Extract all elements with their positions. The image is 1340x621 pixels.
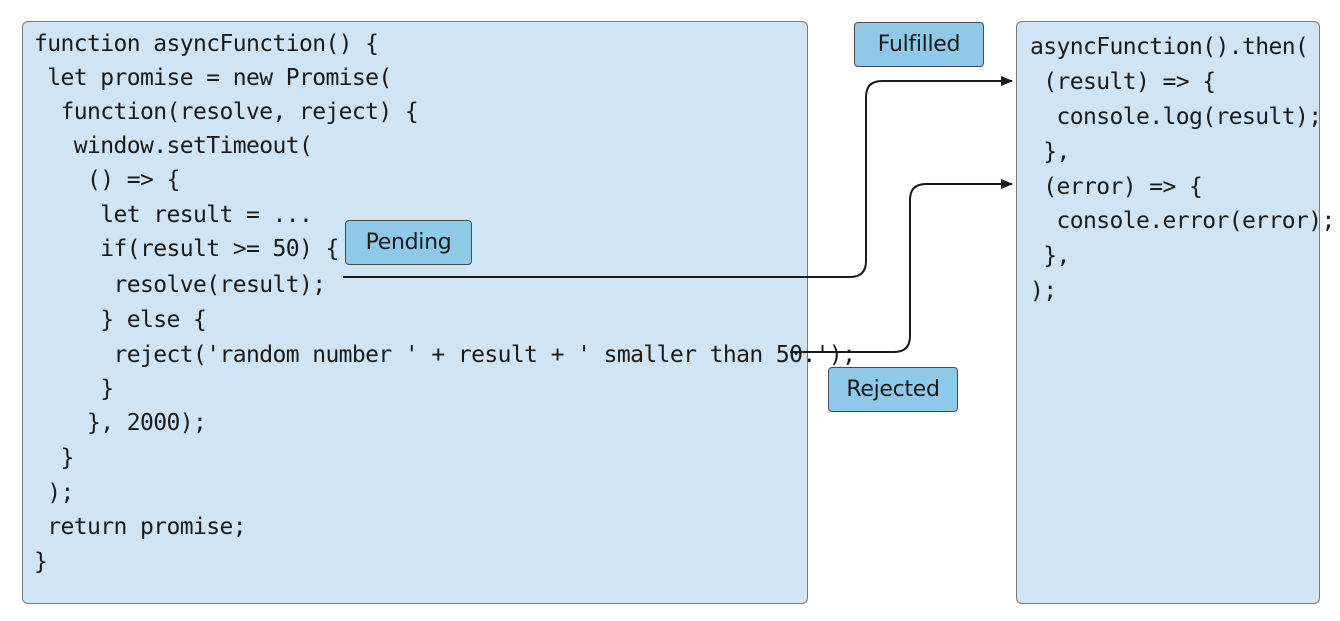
code-line: } — [34, 549, 48, 575]
code-line: asyncFunction().then( — [1030, 34, 1309, 60]
code-line: function(resolve, reject) { — [34, 99, 419, 125]
code-line: } — [34, 445, 74, 471]
code-line: function asyncFunction() { — [34, 31, 379, 57]
code-line: () => { — [34, 167, 180, 193]
code-line: ); — [1030, 278, 1057, 304]
code-line: (error) => { — [1030, 174, 1203, 200]
code-line: console.log(result); — [1030, 104, 1322, 130]
promise-consumer-panel — [1016, 21, 1320, 604]
code-line: reject('random number ' + result + ' sma… — [34, 342, 856, 368]
code-line: let result = ... — [34, 202, 313, 228]
code-line: (result) => { — [1030, 69, 1216, 95]
promise-definition-panel — [22, 21, 808, 604]
fulfilled-state-label: Fulfilled — [854, 22, 984, 67]
code-line: resolve(result); — [34, 272, 326, 298]
code-line: return promise; — [34, 514, 246, 540]
code-line: }, 2000); — [34, 410, 207, 436]
fulfilled-arrow — [343, 76, 1013, 278]
code-line: }, — [1030, 139, 1070, 165]
code-line: ); — [34, 480, 74, 506]
code-line: } — [34, 376, 114, 402]
code-line: if(result >= 50) { — [34, 236, 339, 262]
rejected-state-label: Rejected — [828, 367, 958, 412]
pending-state-label: Pending — [345, 220, 472, 265]
code-line: }, — [1030, 243, 1070, 269]
code-line: let promise = new Promise( — [34, 65, 392, 91]
code-line: window.setTimeout( — [34, 133, 313, 159]
rejected-arrow — [790, 179, 1013, 353]
code-line: } else { — [34, 307, 207, 333]
code-line: console.error(error); — [1030, 208, 1335, 234]
